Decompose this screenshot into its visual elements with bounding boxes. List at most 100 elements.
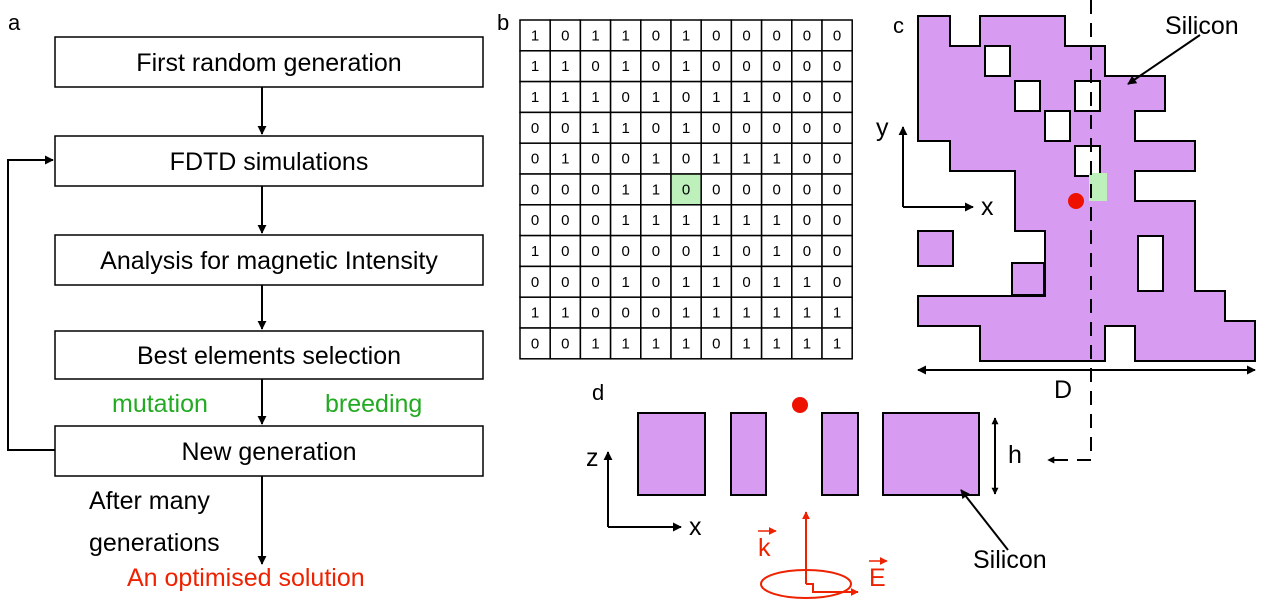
grid-cell-value: 0 <box>682 181 690 198</box>
grid-cell-value: 0 <box>561 181 569 198</box>
grid-cell-value: 0 <box>652 27 660 44</box>
grid-cell <box>609 142 642 175</box>
silicon-pointer-d <box>960 489 1009 551</box>
grid-cell-value: 1 <box>742 335 750 352</box>
grid-cell <box>549 204 582 237</box>
silicon-label-d: Silicon <box>973 546 1047 574</box>
grid-cell <box>640 50 672 83</box>
grid-cell-value: 1 <box>682 274 690 291</box>
grid-cell-value: 1 <box>622 181 630 198</box>
grid-cell-value: 0 <box>682 151 690 168</box>
grid-cell-value: 0 <box>803 120 811 137</box>
flow-step-analysis: Analysis for magnetic Intensity <box>100 247 438 275</box>
grid-cell-value: 1 <box>622 335 630 352</box>
grid-cell-value: 0 <box>803 89 811 106</box>
grid-cell <box>700 234 733 268</box>
grid-cell <box>579 50 612 83</box>
grid-cell-value: 0 <box>652 243 660 260</box>
optimised-solution-label: An optimised solution <box>127 564 365 592</box>
grid-cell <box>730 234 763 268</box>
grid-cell-value: 1 <box>712 243 720 260</box>
grid-cell-value: 0 <box>833 58 841 75</box>
k-vector-label: k <box>758 534 771 562</box>
grid-cell <box>700 173 733 206</box>
grid-cell <box>700 111 733 144</box>
grid-cell-value: 0 <box>561 274 569 291</box>
grid-cell <box>549 80 582 114</box>
grid-cell <box>609 204 642 237</box>
grid-cell-value: 0 <box>773 58 781 75</box>
pillar-2 <box>730 412 767 496</box>
highlight-cell-c <box>1089 173 1107 201</box>
grid-cell-value: 1 <box>591 120 599 137</box>
grid-cell-value: 0 <box>833 243 841 260</box>
flowchart: First random generation FDTD simulations… <box>7 36 484 592</box>
grid-cell-value: 0 <box>773 181 781 198</box>
grid-cell-value: 1 <box>531 58 539 75</box>
grid-cell-value: 1 <box>712 151 720 168</box>
grid-cell <box>821 19 853 52</box>
flow-step-selection: Best elements selection <box>137 342 401 370</box>
grid-cell-value: 0 <box>531 181 539 198</box>
grid-cell-value: 0 <box>591 274 599 291</box>
grid-cell-value: 0 <box>531 212 539 229</box>
grid-cell-value: 0 <box>773 89 781 106</box>
grid-cell <box>821 173 853 206</box>
grid-cell-value: 0 <box>591 151 599 168</box>
grid-cell <box>519 80 551 114</box>
grid-cell <box>760 327 793 360</box>
grid-cell-value: 0 <box>622 243 630 260</box>
grid-cell-value: 1 <box>652 212 660 229</box>
h-dimension-label: h <box>1008 441 1022 469</box>
grid-cell-value: 1 <box>561 305 569 322</box>
grid-cell-value: 0 <box>531 335 539 352</box>
grid-cell-value: 0 <box>591 181 599 198</box>
flow-step-new-generation: New generation <box>181 438 356 466</box>
grid-cell-value: 1 <box>531 305 539 322</box>
flow-box-fdtd <box>54 135 484 187</box>
grid-cell-value: 0 <box>742 181 750 198</box>
grid-cell-value: 0 <box>742 58 750 75</box>
grid-cell-value: 1 <box>682 335 690 352</box>
d-dimension-label: D <box>1054 376 1072 404</box>
grid-cell <box>579 327 612 360</box>
silicon-island-left <box>917 230 954 267</box>
grid-cell-value: 0 <box>561 212 569 229</box>
after-generations-line1: After many <box>89 487 210 515</box>
grid-cell-value: 1 <box>712 305 720 322</box>
grid-cell-value: 0 <box>803 243 811 260</box>
grid-cell <box>670 327 702 360</box>
flow-step-fdtd: FDTD simulations <box>170 148 369 176</box>
grid-cell-value: 1 <box>652 89 660 106</box>
silicon-label-c: Silicon <box>1165 12 1239 40</box>
grid-cell-value: 1 <box>682 120 690 137</box>
grid-cell-value: 0 <box>561 27 569 44</box>
panel-label-d: d <box>592 380 604 405</box>
grid-cell-value: 0 <box>712 120 720 137</box>
grid-cell <box>791 19 823 52</box>
grid-cell-value: 0 <box>591 212 599 229</box>
grid-cell-value: 1 <box>622 212 630 229</box>
grid-cell-value: 0 <box>622 89 630 106</box>
grid-cell-value: 0 <box>773 27 781 44</box>
binary-grid: 1 0 1 1 0 1 0 0 0 0 0 1 1 0 1 0 1 0 0 0 0 0 1 1 1 0 1 0 1 1 0 0 0 0 0 1 1 0 1 0… <box>519 19 853 360</box>
e-vector-label: E <box>869 564 886 592</box>
grid-cell <box>821 234 853 268</box>
mutation-label: mutation <box>112 390 208 418</box>
grid-cell-value: 1 <box>652 335 660 352</box>
pillar-4 <box>882 412 980 496</box>
grid-cell <box>519 234 551 268</box>
grid-cell-highlighted <box>670 173 702 206</box>
grid-cell-value: 0 <box>531 274 539 291</box>
grid-cell-value: 0 <box>561 120 569 137</box>
grid-cell <box>519 142 551 175</box>
grid-cell-value: 0 <box>833 181 841 198</box>
grid-cell <box>760 111 793 144</box>
grid-cell <box>609 234 642 268</box>
e-vector-arrow <box>806 583 859 596</box>
grid-cell-value: 1 <box>561 89 569 106</box>
grid-cell <box>670 50 702 83</box>
grid-cell-value: 1 <box>591 89 599 106</box>
grid-cell <box>670 142 702 175</box>
